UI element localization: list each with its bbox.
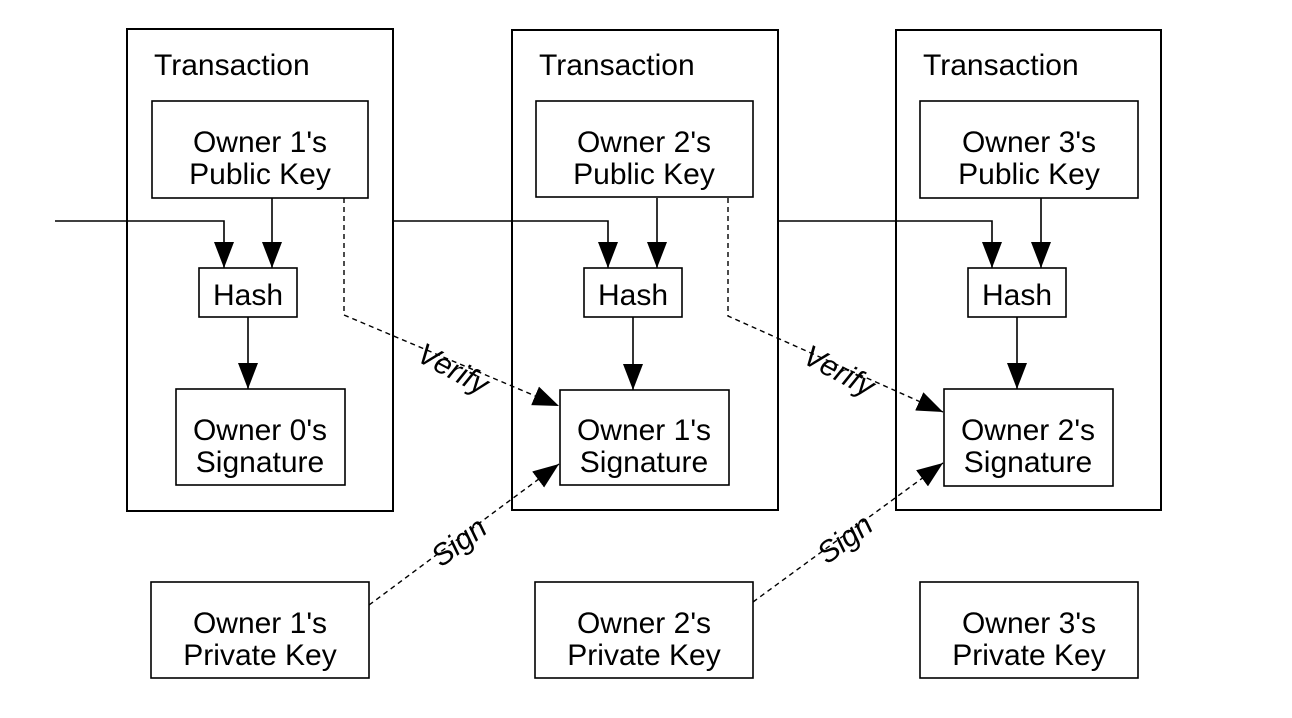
private-key-label-line1: Owner 3's [962, 607, 1096, 640]
public-key-label-line2: Public Key [573, 158, 715, 191]
private-key-box [919, 581, 1139, 679]
sign-label-1: Sign [425, 511, 493, 573]
private-key-box [534, 581, 754, 679]
transaction-2: Transaction Owner 2's Public Key Hash Ow… [511, 29, 779, 511]
transaction-1: Transaction Owner 1's Public Key Hash Ow… [126, 28, 394, 512]
signature-label-line1: Owner 1's [577, 414, 711, 447]
private-key-label-line1: Owner 2's [577, 607, 711, 640]
hash-label: Hash [982, 279, 1052, 312]
hash-label: Hash [213, 279, 283, 312]
transaction-title: Transaction [154, 49, 310, 82]
public-key-box [151, 100, 369, 199]
sign-arrow-1-2 [368, 463, 560, 606]
sign-label-2: Sign [811, 508, 879, 570]
public-key-box [535, 100, 754, 198]
public-key-label-line1: Owner 2's [577, 126, 711, 159]
transaction-title: Transaction [923, 49, 1079, 82]
transaction-3: Transaction Owner 3's Public Key Hash Ow… [895, 29, 1162, 511]
verify-arrow-1-2 [343, 198, 560, 407]
chain-link-arrow-1-2 [393, 220, 618, 268]
public-key-box [919, 100, 1139, 199]
chain-input-arrow [55, 220, 234, 268]
signature-box [559, 389, 730, 486]
private-key-2: Owner 2's Private Key [534, 581, 754, 679]
private-key-1: Owner 1's Private Key [150, 581, 370, 679]
signature-box [943, 388, 1114, 487]
private-key-label-line2: Private Key [567, 639, 720, 672]
signature-label-line2: Signature [964, 446, 1092, 479]
public-key-label-line1: Owner 3's [962, 126, 1096, 159]
chain-link-arrow-2-3 [778, 220, 1002, 268]
verify-label-2: Verify [798, 339, 882, 405]
signature-label-line1: Owner 0's [193, 414, 327, 447]
signature-box [175, 388, 346, 486]
hash-label: Hash [598, 279, 668, 312]
private-key-label-line2: Private Key [952, 639, 1105, 672]
private-key-3: Owner 3's Private Key [919, 581, 1139, 679]
hash-box [967, 267, 1067, 318]
sign-arrow-2-3 [752, 462, 944, 603]
signature-label-line2: Signature [196, 446, 324, 479]
private-key-label-line1: Owner 1's [193, 607, 327, 640]
signature-label-line2: Signature [580, 446, 708, 479]
private-key-label-line2: Private Key [183, 639, 336, 672]
public-key-label-line2: Public Key [189, 158, 331, 191]
verify-label-1: Verify [412, 337, 496, 403]
public-key-label-line1: Owner 1's [193, 126, 327, 159]
signature-label-line1: Owner 2's [961, 414, 1095, 447]
verify-arrow-2-3 [727, 198, 944, 413]
transaction-title: Transaction [539, 49, 695, 82]
private-key-box [150, 581, 370, 679]
public-key-label-line2: Public Key [958, 158, 1100, 191]
